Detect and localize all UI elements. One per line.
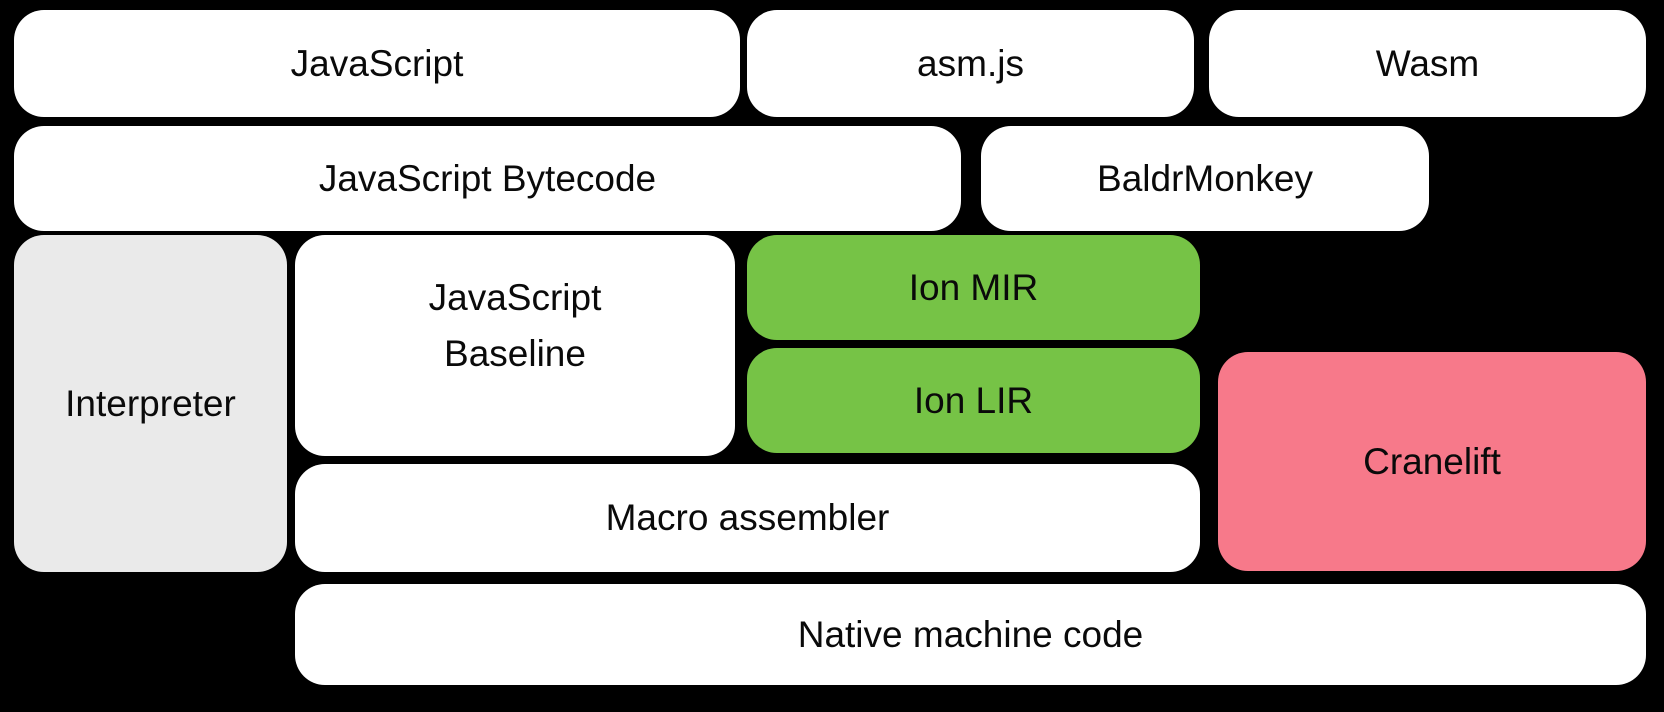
box-native-machine-code-label: Native machine code [797, 613, 1144, 655]
box-asmjs-label: asm.js [917, 42, 1024, 84]
box-baldrmonkey-label: BaldrMonkey [1097, 157, 1313, 199]
box-javascript: JavaScript [14, 10, 740, 117]
box-wasm: Wasm [1209, 10, 1646, 117]
box-macro-assembler-label: Macro assembler [605, 497, 890, 539]
box-baldrmonkey: BaldrMonkey [981, 126, 1429, 231]
box-wasm-label: Wasm [1375, 42, 1480, 84]
box-ion-mir: Ion MIR [747, 235, 1200, 340]
box-macro-assembler: Macro assembler [295, 464, 1200, 572]
box-javascript-baseline-label-line2: Baseline [444, 332, 586, 374]
box-interpreter: Interpreter [14, 235, 287, 572]
box-javascript-baseline: JavaScript Baseline [295, 235, 735, 456]
box-ion-lir-label: Ion LIR [913, 379, 1034, 421]
box-javascript-bytecode-label: JavaScript Bytecode [318, 157, 657, 199]
box-native-machine-code: Native machine code [295, 584, 1646, 685]
box-cranelift-label: Cranelift [1363, 440, 1501, 482]
box-javascript-label: JavaScript [290, 42, 464, 84]
box-asmjs: asm.js [747, 10, 1194, 117]
box-ion-lir: Ion LIR [747, 348, 1200, 453]
box-javascript-baseline-label-line1: JavaScript [428, 277, 602, 318]
box-ion-mir-label: Ion MIR [908, 266, 1039, 308]
box-javascript-bytecode: JavaScript Bytecode [14, 126, 961, 231]
box-interpreter-label: Interpreter [65, 382, 236, 424]
box-cranelift: Cranelift [1218, 352, 1646, 571]
